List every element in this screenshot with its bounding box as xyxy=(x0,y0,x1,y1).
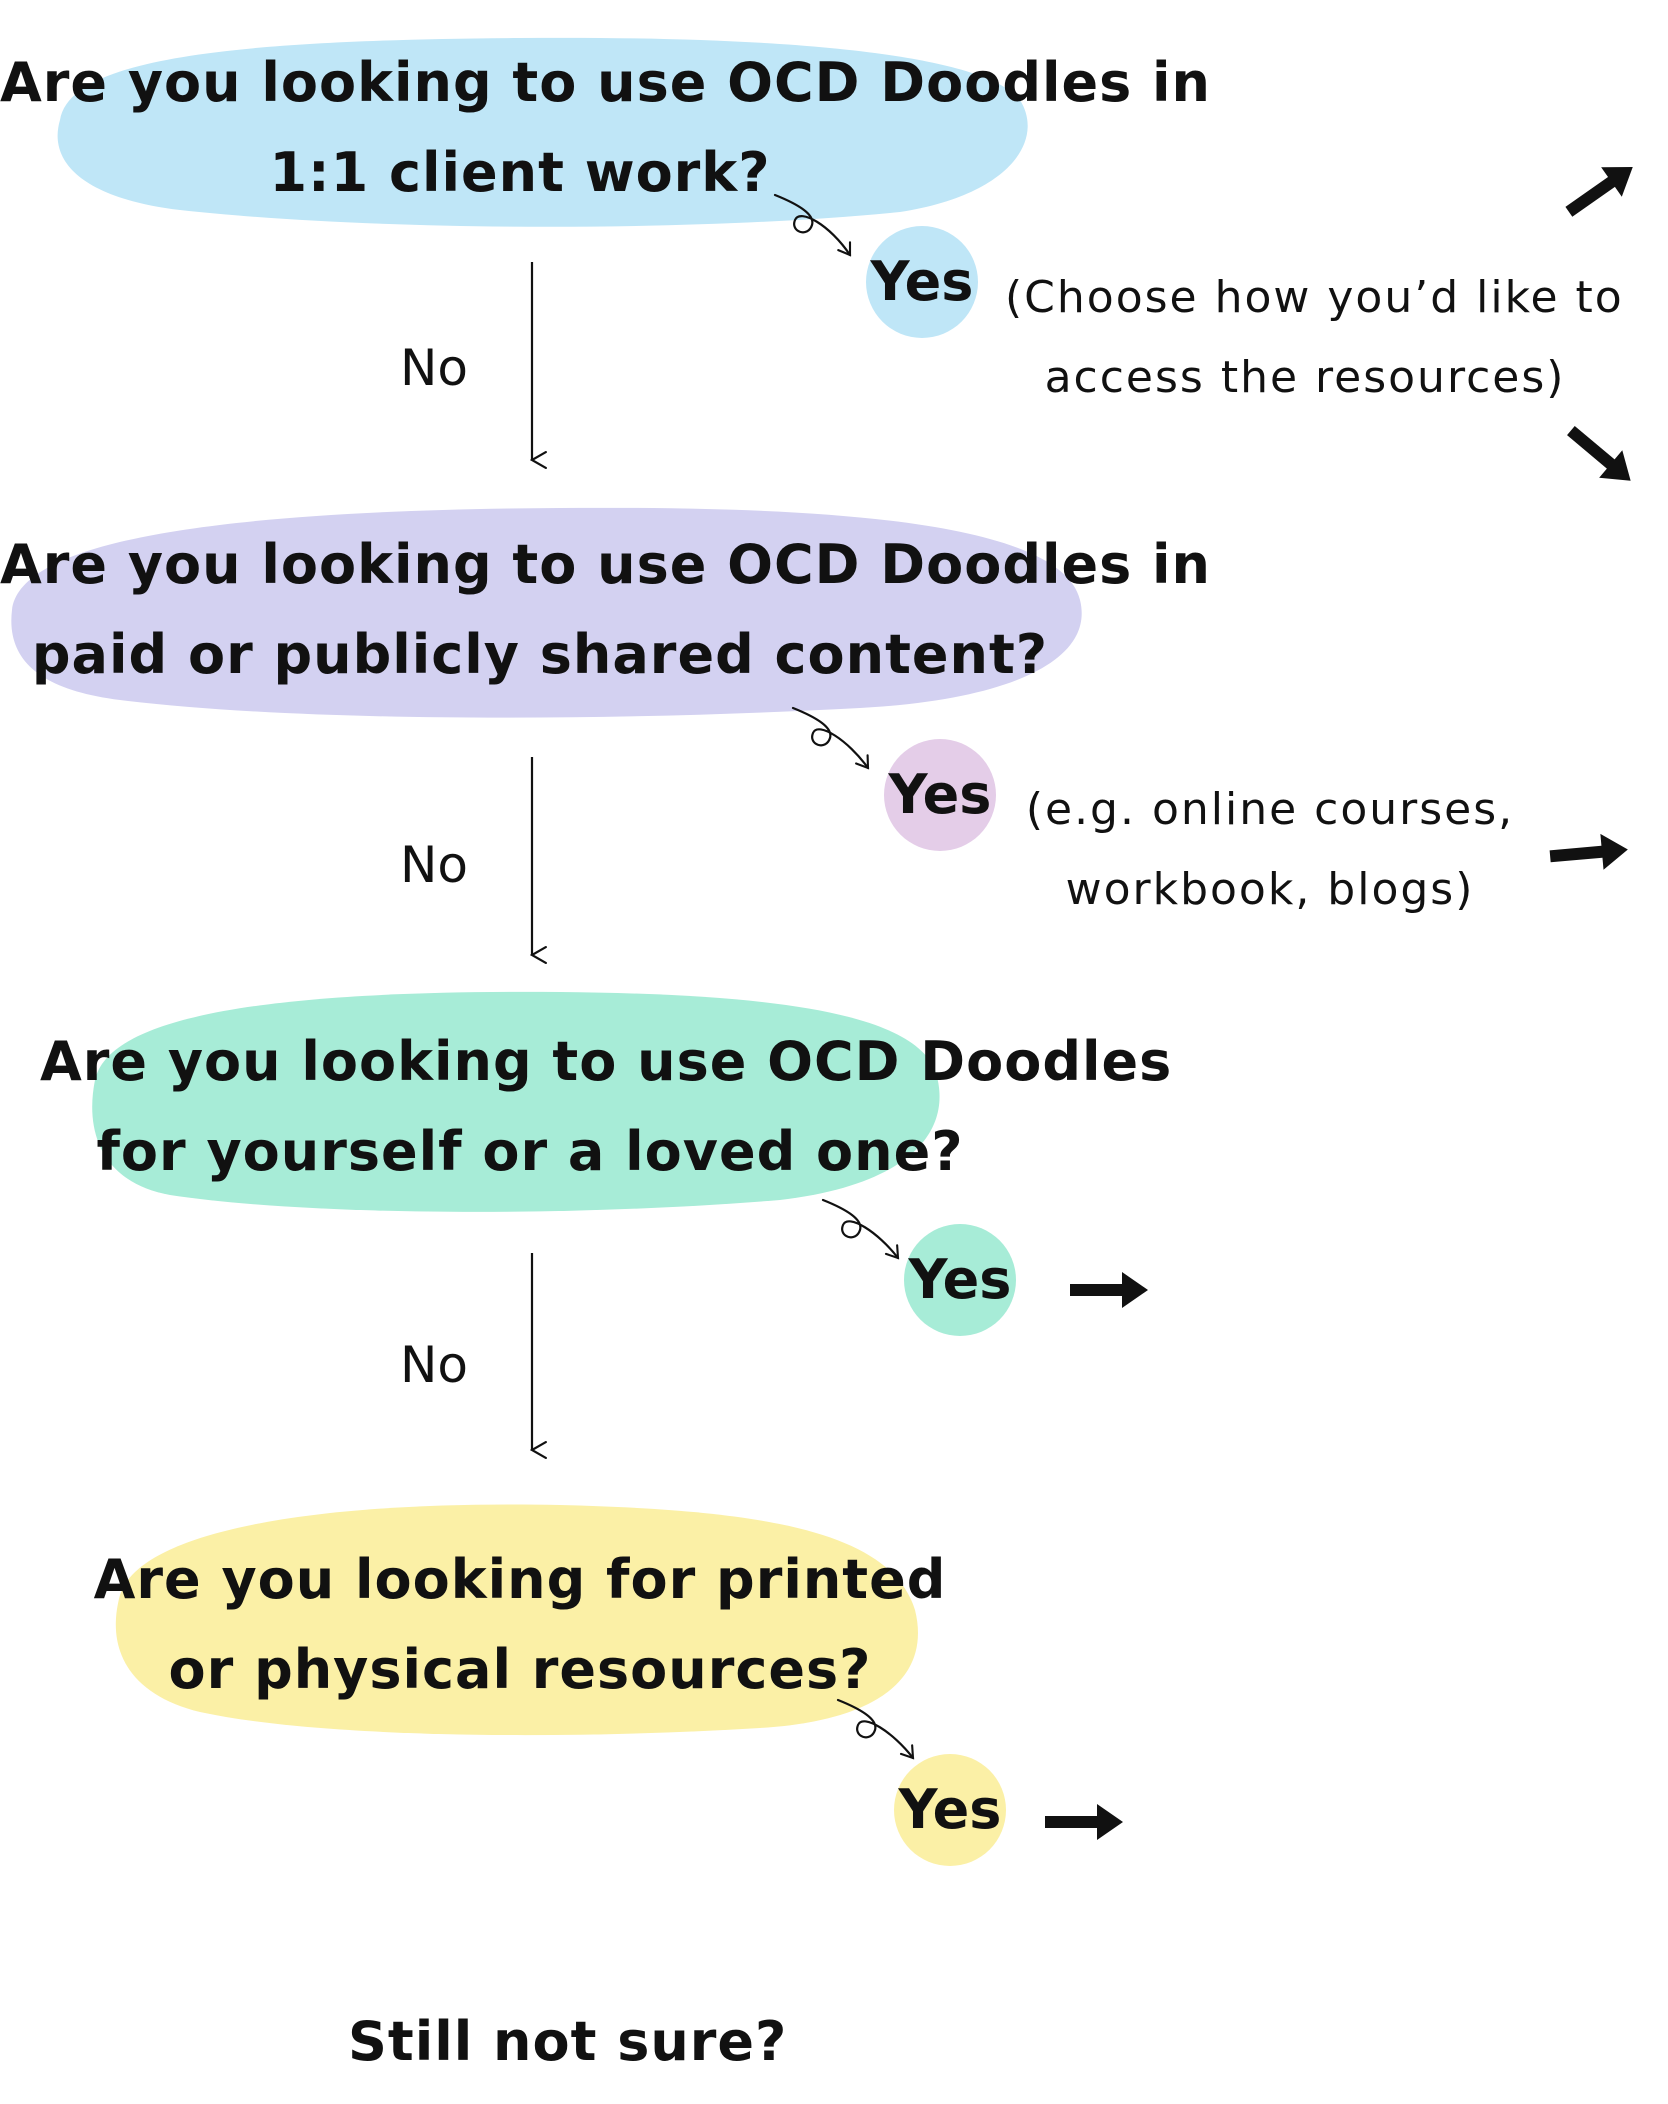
still-not-sure-text: Still not sure? xyxy=(348,2010,788,2073)
arrow-right-icon xyxy=(1549,833,1628,870)
curly-arrow-icon xyxy=(821,1198,900,1260)
curly-arrow-icon xyxy=(836,1698,915,1760)
question-1-line-2: 1:1 client work? xyxy=(269,141,771,204)
yes-2-note-line-1: (e.g. online courses, xyxy=(1025,784,1515,835)
yes-2-note: (e.g. online courses, workbook, blogs) xyxy=(1010,770,1530,930)
question-4: Are you looking for printed or physical … xyxy=(80,1535,960,1715)
yes-1-circle xyxy=(866,226,978,338)
question-4-line-1: Are you looking for printed xyxy=(93,1548,947,1611)
question-3-brush-blob xyxy=(92,991,940,1212)
question-2-brush-blob xyxy=(11,507,1082,718)
yes-1-note-line-2: access the resources) xyxy=(1044,352,1566,403)
yes-1-note-line-1: (Choose how you’d like to xyxy=(1005,272,1624,323)
arrow-right-icon xyxy=(1045,1804,1123,1840)
yes-2-circle xyxy=(884,739,996,851)
question-2: Are you looking to use OCD Doodles in pa… xyxy=(0,520,1211,700)
yes-1-label[interactable]: Yes xyxy=(870,250,974,313)
arrow-up-right-icon xyxy=(1565,167,1633,217)
no-1-label[interactable]: No xyxy=(400,339,468,397)
question-1-line-1: Are you looking to use OCD Doodles in xyxy=(0,51,1211,114)
yes-2-label[interactable]: Yes xyxy=(888,763,992,826)
question-1-brush-blob xyxy=(57,37,1028,227)
question-3: Are you looking to use OCD Doodles for y… xyxy=(40,1017,1173,1197)
no-3-label[interactable]: No xyxy=(400,1336,468,1394)
arrow-right-icon xyxy=(1070,1272,1148,1308)
yes-4-circle xyxy=(894,1754,1006,1866)
yes-3-label[interactable]: Yes xyxy=(908,1248,1012,1311)
question-4-brush-blob xyxy=(115,1504,918,1736)
question-2-line-1: Are you looking to use OCD Doodles in xyxy=(0,533,1211,596)
curly-arrow-icon xyxy=(773,193,852,257)
question-2-line-2: paid or publicly shared content? xyxy=(31,623,1049,686)
arrow-down-right-icon xyxy=(1567,425,1631,481)
curly-arrow-icon xyxy=(791,706,870,770)
question-4-line-2: or physical resources? xyxy=(168,1638,872,1701)
question-3-line-1: Are you looking to use OCD Doodles xyxy=(40,1030,1173,1093)
no-2-label[interactable]: No xyxy=(400,836,468,894)
question-3-line-2: for yourself or a loved one? xyxy=(96,1120,964,1183)
question-1: Are you looking to use OCD Doodles in 1:… xyxy=(0,38,1211,218)
yes-2-note-line-2: workbook, blogs) xyxy=(1065,864,1475,915)
yes-4-label[interactable]: Yes xyxy=(898,1778,1002,1841)
yes-1-note: (Choose how you’d like to access the res… xyxy=(1005,258,1624,418)
yes-3-circle xyxy=(904,1224,1016,1336)
